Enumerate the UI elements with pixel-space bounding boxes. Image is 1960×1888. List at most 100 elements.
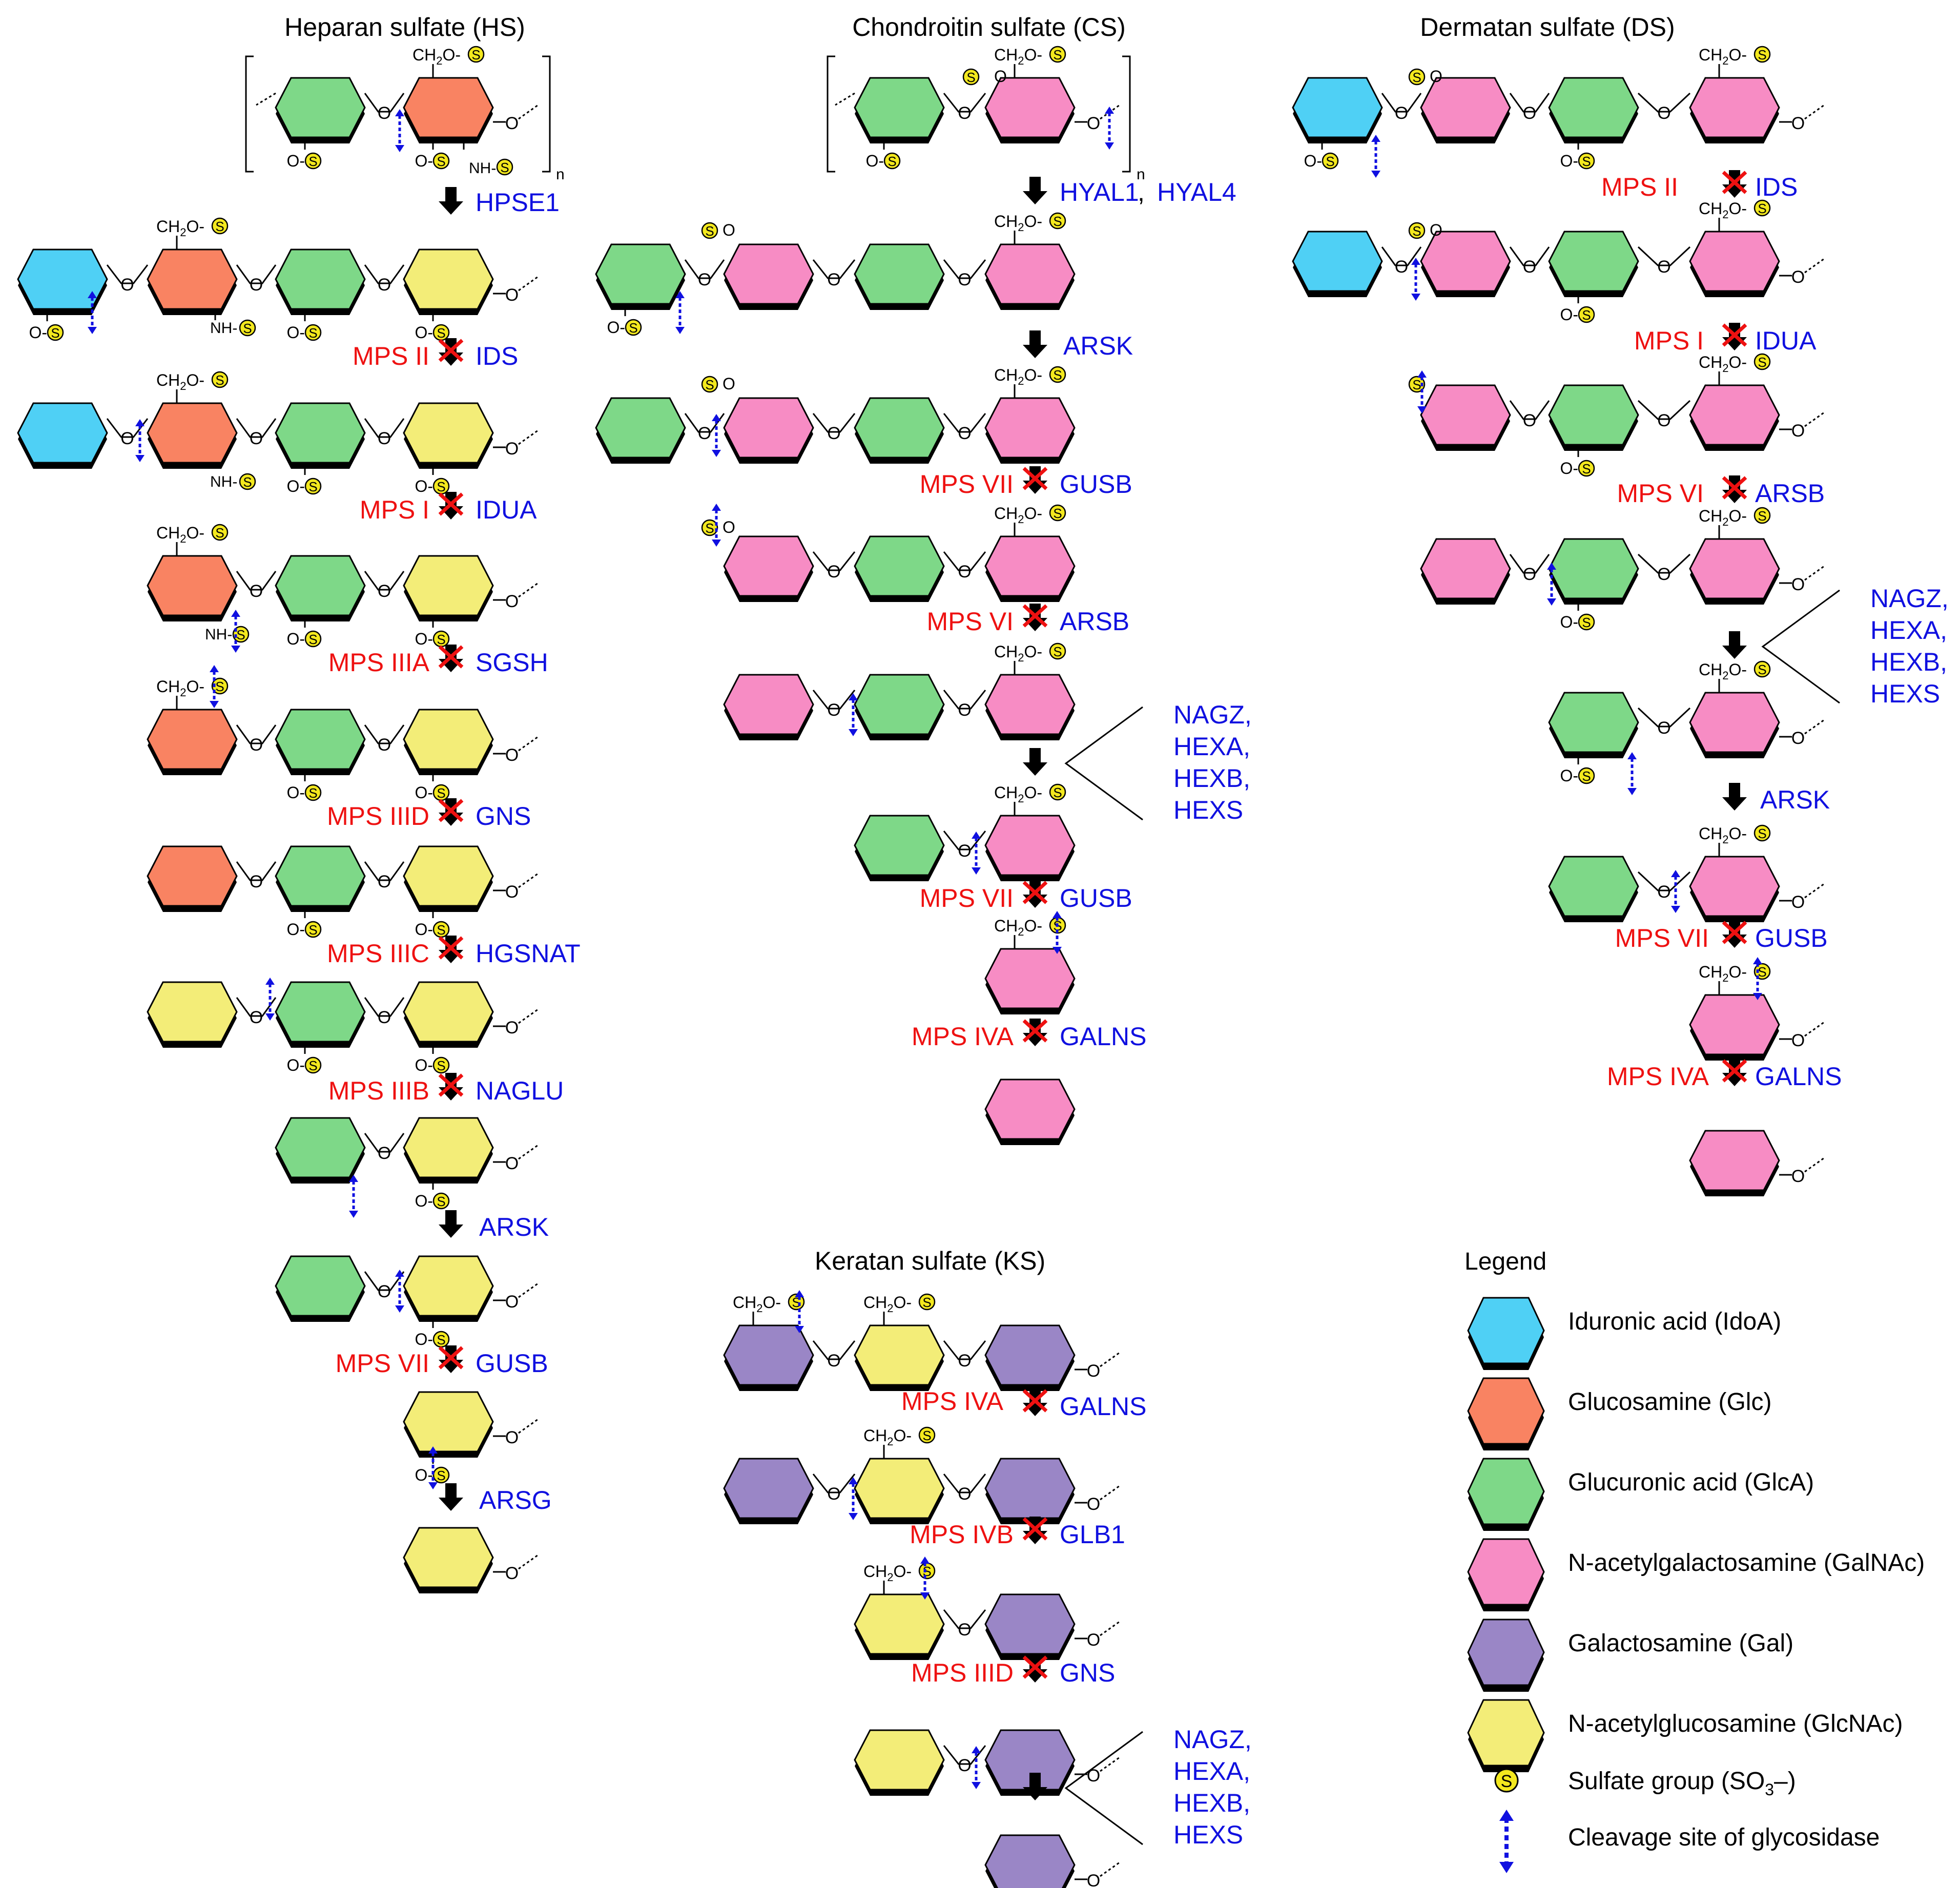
sugar-glcnac bbox=[854, 1324, 945, 1386]
glycosidic-bond bbox=[943, 413, 986, 433]
sugar-glcnac bbox=[403, 402, 494, 464]
ch2o-label: CH2O- bbox=[156, 371, 204, 392]
sugar-gal bbox=[723, 1458, 814, 1519]
glycosidic-bond bbox=[236, 571, 277, 591]
ch2o-label: CH2O- bbox=[1699, 660, 1747, 682]
cleavage-arrowhead bbox=[1053, 947, 1062, 954]
substituent-label: O- bbox=[29, 323, 47, 342]
hs-enzyme-gusb: GUSB bbox=[476, 1349, 548, 1378]
bond-oxygen: O bbox=[698, 424, 711, 443]
cleavage-arrowhead bbox=[972, 1746, 981, 1753]
cleavage-arrowhead bbox=[1371, 171, 1380, 178]
sugar-glca bbox=[1548, 384, 1639, 446]
cs-enzyme-hyal1: HYAL1 bbox=[1060, 178, 1139, 206]
substituent-label: O- bbox=[286, 477, 305, 495]
ch2o-label: CH2O- bbox=[156, 217, 204, 239]
bond-oxygen: O bbox=[1087, 1630, 1100, 1650]
hs-disease-mps3c: MPS IIIC bbox=[327, 939, 429, 968]
chain-continuation bbox=[1804, 258, 1825, 274]
sugar-glca bbox=[275, 77, 366, 138]
chain-continuation bbox=[518, 1418, 539, 1434]
blocked-cross bbox=[1022, 881, 1048, 904]
nh-label: NH- bbox=[205, 626, 232, 643]
sugar-galnac bbox=[984, 674, 1076, 735]
sulfate-letter: S bbox=[51, 325, 59, 341]
sulfate-icon bbox=[496, 158, 513, 176]
hs-disease-mps3b: MPS IIIB bbox=[328, 1076, 429, 1105]
ds-enzyme-ids: IDS bbox=[1755, 173, 1798, 201]
blocked-cross bbox=[1022, 604, 1048, 628]
hs-enzyme-gns: GNS bbox=[476, 802, 531, 831]
cleavage-arrowhead bbox=[972, 867, 981, 875]
degradation-arrows bbox=[438, 170, 1840, 1845]
bond-oxygen: O bbox=[378, 1144, 391, 1163]
ch2o-label: CH2O- bbox=[156, 524, 204, 545]
sugar-glc bbox=[147, 845, 238, 907]
hs-enzyme-idua: IDUA bbox=[476, 495, 537, 524]
sulfate-letter: S bbox=[437, 154, 445, 169]
sugar-galnac bbox=[1689, 1130, 1780, 1191]
bond-oxygen: O bbox=[1791, 267, 1805, 287]
bond-oxygen: O bbox=[1791, 729, 1805, 748]
glycosidic-bond bbox=[812, 690, 856, 710]
ch2o-label: CH2O- bbox=[1699, 507, 1747, 528]
cleavage-arrowhead bbox=[88, 327, 97, 334]
sugar-gal bbox=[984, 1593, 1076, 1655]
substituent-label: O bbox=[1430, 67, 1442, 86]
ds-hex-1: NAGZ, bbox=[1870, 584, 1949, 613]
ch2o-label: CH2O- bbox=[994, 783, 1042, 805]
sulfate-icon bbox=[1578, 152, 1595, 170]
sulfate-icon bbox=[432, 1056, 450, 1074]
ch2o-label: CH2O- bbox=[863, 1293, 912, 1315]
bond-oxygen: O bbox=[1657, 411, 1670, 430]
sugar-glc bbox=[147, 402, 238, 464]
legend-item-gal: Galactosamine (Gal) bbox=[1467, 1619, 1793, 1692]
chain-continuation bbox=[518, 1554, 539, 1570]
cleavage-arrowhead bbox=[135, 455, 145, 462]
sulfate-letter: S bbox=[922, 1295, 931, 1310]
ch2o-label: CH2O- bbox=[733, 1293, 781, 1315]
chain-continuation bbox=[518, 429, 539, 445]
bond-oxygen: O bbox=[827, 424, 840, 443]
sulfate-icon bbox=[1578, 613, 1595, 631]
sulfate-letter: S bbox=[705, 521, 714, 536]
substituent-label: O- bbox=[286, 920, 305, 939]
sulfate-icon bbox=[701, 222, 718, 239]
cleavage-arrowhead bbox=[349, 1211, 358, 1218]
glycosidic-bond bbox=[236, 997, 277, 1017]
cs-disease-mps6: MPS VI bbox=[927, 607, 1014, 636]
cleavage-arrowhead bbox=[395, 145, 404, 152]
chain-continuation bbox=[1804, 719, 1825, 735]
bond-oxygen: O bbox=[378, 275, 391, 295]
sulfate-icon bbox=[304, 152, 322, 170]
ds-enzyme-arsb: ARSB bbox=[1755, 479, 1825, 508]
ds-hex-2: HEXA, bbox=[1870, 616, 1947, 645]
chain-continuation bbox=[1100, 1861, 1120, 1877]
sulfate-letter: S bbox=[1582, 307, 1591, 323]
sulfate-icon bbox=[1408, 222, 1426, 239]
cleavage-arrowhead bbox=[349, 1175, 358, 1182]
substituent-label: O- bbox=[415, 630, 433, 648]
sugar-glca bbox=[1548, 231, 1639, 292]
degradation-arrow bbox=[1722, 783, 1747, 811]
cs-hex-1: NAGZ, bbox=[1173, 700, 1252, 729]
substituent-label: O- bbox=[415, 323, 433, 342]
substituent-label: O- bbox=[415, 152, 433, 170]
sulfate-letter: S bbox=[1053, 214, 1062, 229]
sulfate-icon bbox=[239, 319, 256, 337]
cleavage-arrowhead bbox=[849, 729, 858, 736]
sulfate-letter: S bbox=[215, 372, 224, 388]
blocked-cross bbox=[438, 936, 464, 960]
substituent-label: O- bbox=[1560, 613, 1578, 631]
ch2o-label: CH2O- bbox=[412, 46, 461, 67]
sulfate-icon bbox=[211, 524, 229, 541]
bond-oxygen: O bbox=[958, 1620, 971, 1640]
sulfate-letter: S bbox=[922, 1428, 931, 1443]
enzyme-group-bracket bbox=[1064, 706, 1143, 821]
cleavage-arrowhead bbox=[1671, 870, 1680, 877]
sugar-glcnac bbox=[403, 981, 494, 1043]
bond-oxygen: O bbox=[827, 562, 840, 582]
sulfate-icon bbox=[239, 473, 256, 490]
substituent-label: O bbox=[994, 67, 1007, 86]
bond-oxygen: O bbox=[1791, 1167, 1805, 1186]
